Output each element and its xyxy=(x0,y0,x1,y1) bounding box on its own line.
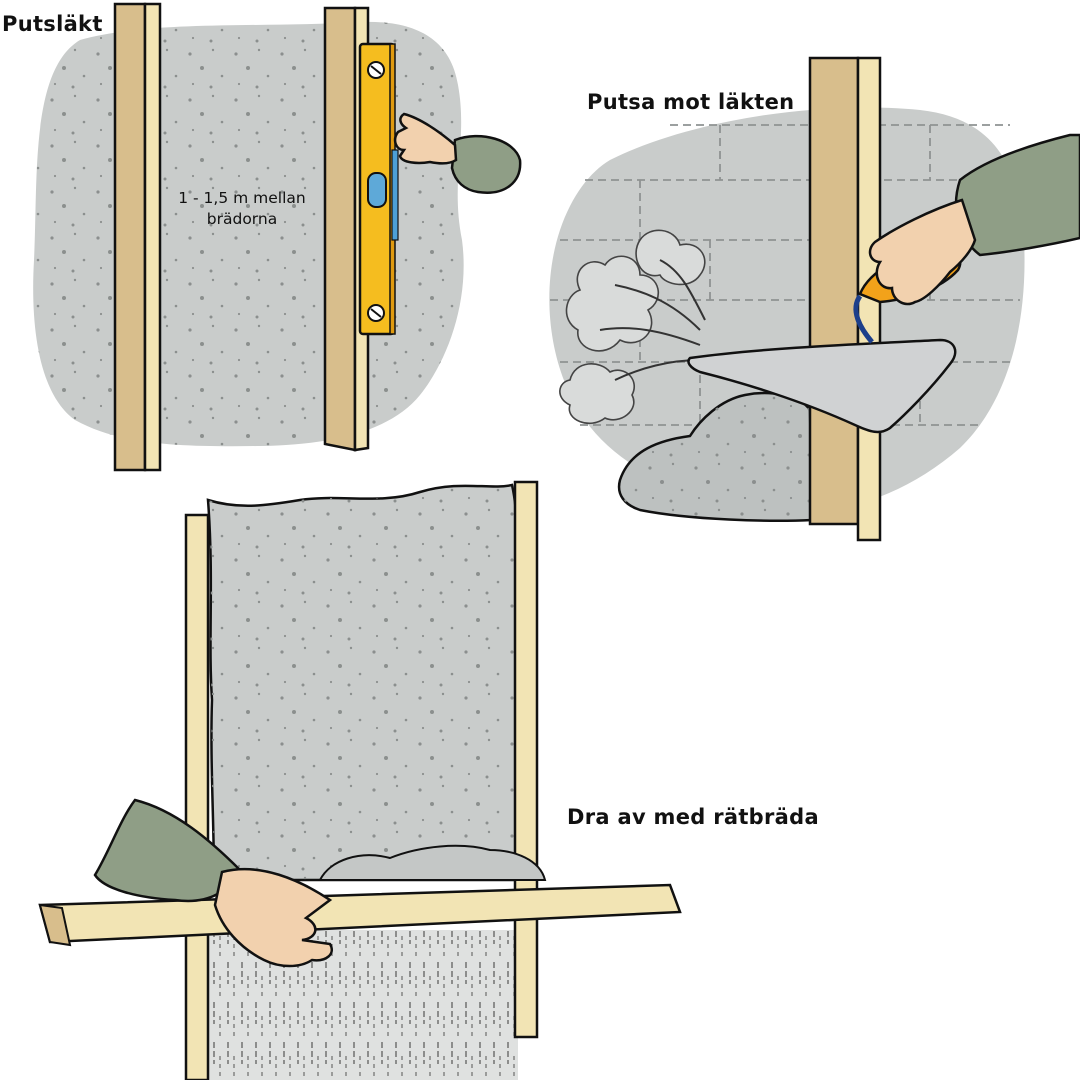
spirit-level-icon xyxy=(358,42,399,336)
step-title-putslakt: Putsläkt xyxy=(2,12,103,36)
panel-batten-setup xyxy=(33,2,522,472)
step-title-dra-av: Dra av med rätbräda xyxy=(567,805,819,829)
plaster-ridge xyxy=(318,844,547,881)
batten-spacing-annotation: 1 - 1,5 m mellan brädorna xyxy=(152,188,332,230)
batten-right xyxy=(513,480,539,1039)
spacing-line-2: brädorna xyxy=(206,210,278,228)
panel-screed xyxy=(38,480,682,1080)
hand-icon xyxy=(868,133,1080,306)
hand-icon xyxy=(393,112,522,194)
batten-left xyxy=(184,513,210,1080)
straightedge-board-icon xyxy=(38,883,682,947)
batten-left xyxy=(113,2,162,472)
panel-apply-plaster xyxy=(549,56,1080,542)
spacing-line-1: 1 - 1,5 m mellan xyxy=(178,189,306,207)
hand-icon xyxy=(93,798,333,968)
step-title-putsa-mot-lakten: Putsa mot läkten xyxy=(587,90,795,114)
